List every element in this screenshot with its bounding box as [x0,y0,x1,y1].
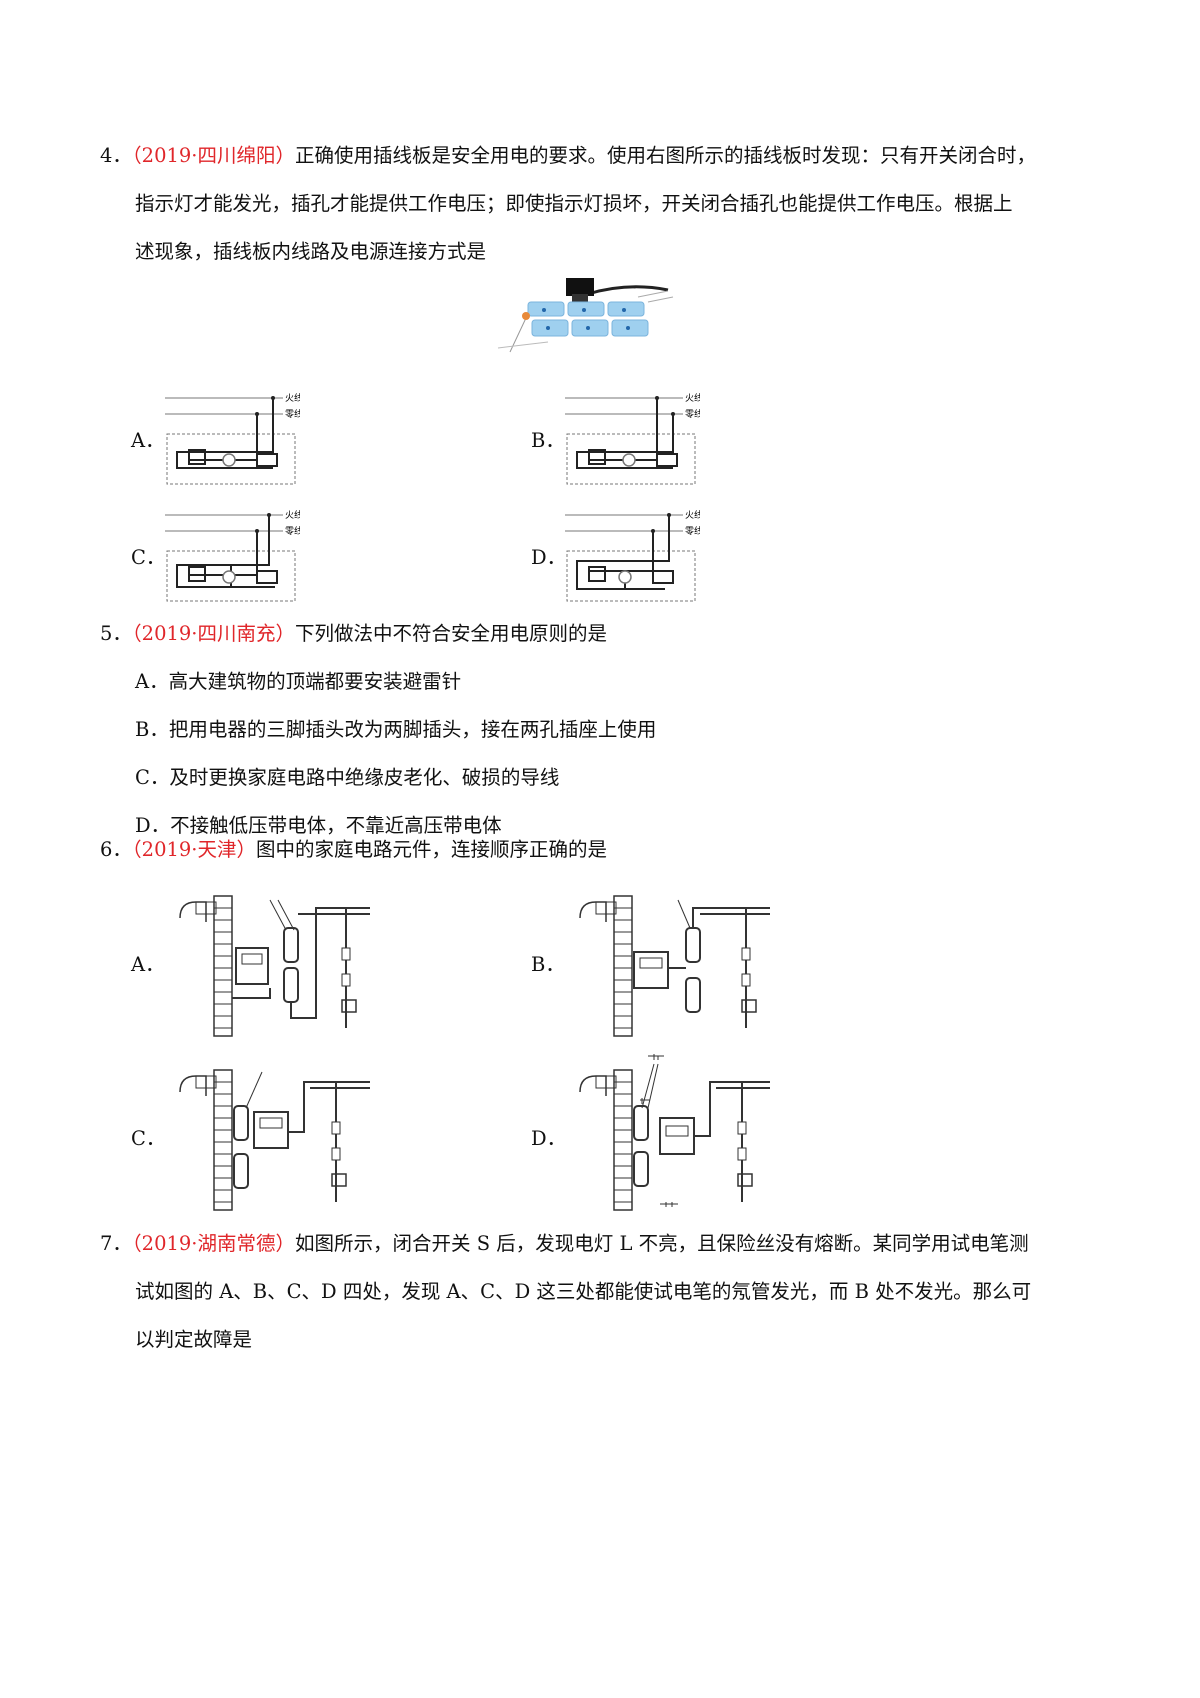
option-a: A．高大建筑物的顶端都要安装避雷针 [135,670,462,693]
question-number: 6． [100,838,132,861]
question-source: （2019·湖南常德） [131,1232,295,1255]
option-label-b: B． [531,953,565,976]
power-strip-figure [497,278,674,353]
household-circuit-c [179,1069,370,1211]
circuit-diagram-b: 火线 零线 [565,392,700,485]
option-label-c: C． [131,546,166,569]
question-6: 6．（2019·天津）图中的家庭电路元件，连接顺序正确的是 [100,826,1110,874]
question-stem-line: 述现象，插线板内线路及电源连接方式是 [135,240,487,263]
option-label-d: D． [531,1127,567,1150]
live-wire-label: 火线 [285,392,300,404]
option-c: C．及时更换家庭电路中绝缘皮老化、破损的导线 [135,766,560,789]
option-label-b: B． [531,429,565,452]
neutral-wire-label: 零线 [685,525,700,537]
question-stem-line: 正确使用插线板是安全用电的要求。使用右图所示的插线板时发现：只有开关闭合时， [295,144,1037,167]
option-label-a: A． [131,429,165,452]
circuit-diagram-d: 火线 零线 [565,509,700,602]
household-circuit-b [579,895,770,1037]
question-5: 5．（2019·四川南充）下列做法中不符合安全用电原则的是 A．高大建筑物的顶端… [100,610,1110,850]
option-label-a: A． [131,953,165,976]
question-source: （2019·四川南充） [131,622,295,645]
question-stem-line: 试如图的 A、B、C、D 四处，发现 A、C、D 这三处都能使试电笔的氖管发光，… [135,1280,1032,1303]
circuit-diagram-c: 火线 零线 [165,509,300,602]
household-circuit-a [179,895,370,1037]
option-label-c: C． [131,1127,166,1150]
question-number: 4． [100,144,132,167]
question-4: 4．（2019·四川绵阳）正确使用插线板是安全用电的要求。使用右图所示的插线板时… [100,132,1110,276]
option-d: D．不接触低压带电体，不靠近高压带电体 [135,814,502,837]
circuit-diagram-a: 火线 零线 [165,392,300,485]
question-stem-line: 指示灯才能发光，插孔才能提供工作电压；即使指示灯损坏，开关闭合插孔也能提供工作电… [135,192,1013,215]
question-source: （2019·四川绵阳） [131,144,295,167]
question-number: 7． [100,1232,132,1255]
option-label-d: D． [531,546,567,569]
question-number: 5． [100,622,132,645]
neutral-wire-label: 零线 [285,408,300,420]
option-b: B．把用电器的三脚插头改为两脚插头，接在两孔插座上使用 [135,718,657,741]
live-wire-label: 火线 [285,509,300,521]
question-stem-line: 以判定故障是 [135,1328,253,1351]
question-stem-line: 如图所示，闭合开关 S 后，发现电灯 L 不亮，且保险丝没有熔断。某同学用试电笔… [295,1232,1029,1255]
question-stem: 下列做法中不符合安全用电原则的是 [295,622,608,645]
household-circuit-d [579,1054,770,1211]
question-7: 7．（2019·湖南常德）如图所示，闭合开关 S 后，发现电灯 L 不亮，且保险… [100,1220,1110,1364]
question-source: （2019·天津） [131,838,256,861]
question-stem: 图中的家庭电路元件，连接顺序正确的是 [256,838,608,861]
neutral-wire-label: 零线 [685,408,700,420]
live-wire-label: 火线 [685,509,700,521]
live-wire-label: 火线 [685,392,700,404]
neutral-wire-label: 零线 [285,525,300,537]
